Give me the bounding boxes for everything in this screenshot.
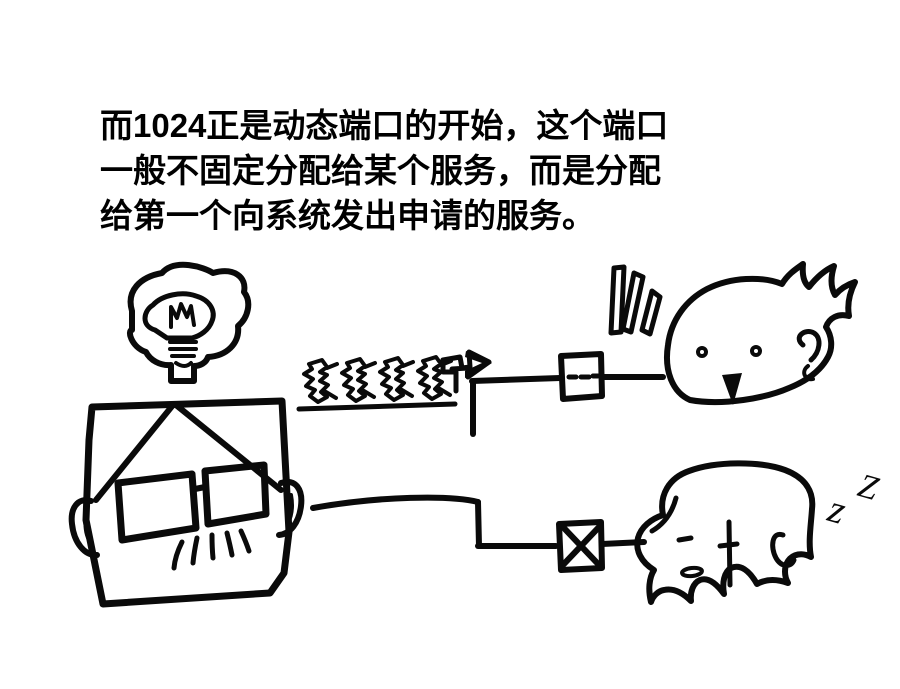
list-item — [340, 357, 377, 403]
sleep-mark-lower: z — [823, 485, 852, 533]
closed-port-box[interactable] — [556, 519, 605, 573]
sleeping-creature: z Z — [634, 460, 884, 605]
lightbulb-thought-bubble — [126, 261, 252, 384]
open-port-box[interactable] — [558, 351, 605, 402]
square-head-character — [68, 397, 305, 608]
list-item — [378, 356, 415, 402]
running-service-requests — [296, 355, 458, 412]
sleep-marks-icon: z Z — [823, 467, 884, 533]
list-item — [302, 358, 339, 404]
alert-lines-icon — [608, 264, 663, 337]
upper-wire — [469, 374, 666, 437]
awake-creature — [608, 261, 858, 406]
up-right-arrow — [440, 349, 492, 394]
page-title: 而1024正是动态端口的开始，这个端口 一般不固定分配给某个服务，而是分配 给第… — [100, 107, 669, 234]
sleep-mark-upper: Z — [854, 467, 883, 508]
list-item — [416, 355, 453, 401]
